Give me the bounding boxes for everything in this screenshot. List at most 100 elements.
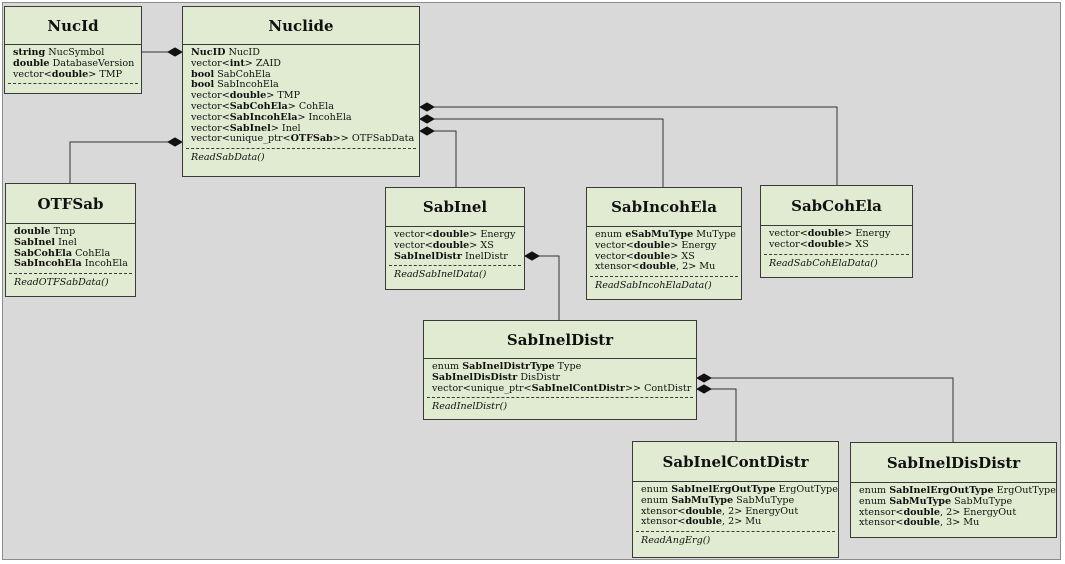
attribute-row: vector<int> ZAID [191, 57, 281, 69]
attribute-row: double Tmp [14, 226, 76, 237]
attribute-row: vector<SabInel> Inel [191, 122, 301, 134]
separator [389, 265, 521, 267]
separator [8, 83, 138, 85]
composition-diamond [523, 251, 541, 261]
composition-diamond [418, 114, 436, 124]
link-nuclide-sabincohela [420, 118, 664, 187]
attribute-row: xtensor<double, 3> Mu [859, 517, 980, 529]
attribute-row: vector<double> Energy [394, 229, 516, 240]
separator [636, 531, 835, 533]
attribute-row: vector<double> TMP [13, 68, 123, 80]
class-title: NucId [5, 7, 141, 45]
class-title: SabInelDistr [424, 321, 696, 359]
attribute-row: enum SabMuType SabMuType [859, 495, 1013, 507]
attribute-row: double DatabaseVersion [13, 57, 135, 69]
composition-diamond [695, 373, 713, 383]
method-row: ReadOTFSabData() [14, 277, 109, 289]
attribute-row: SabInel Inel [14, 236, 77, 248]
attribute-row: enum SabInelErgOutType ErgOutType [859, 485, 1056, 496]
attribute-row: vector<SabIncohEla> IncohEla [191, 111, 352, 123]
attribute-row: vector<unique_ptr<SabInelContDistr>> Con… [432, 382, 692, 394]
method-list: ReadSabCohElaData() [769, 258, 904, 269]
composition-diamond [166, 47, 184, 57]
attribute-row: xtensor<double, 2> Mu [595, 261, 716, 273]
method-row: ReadSabInelData() [394, 269, 487, 281]
class-title: SabCohEla [761, 186, 912, 226]
class-title: SabIncohEla [587, 188, 741, 227]
method-list: ReadSabData() [191, 152, 411, 163]
attribute-row: enum SabInelErgOutType ErgOutType [641, 484, 838, 495]
separator [590, 276, 738, 278]
attribute-row: xtensor<double, 2> EnergyOut [859, 506, 1017, 518]
class-title: SabInel [386, 188, 524, 227]
method-list: ReadAngErg() [641, 535, 830, 546]
link-nuclide-sabinel [420, 130, 457, 187]
class-title: SabInelDisDistr [851, 443, 1056, 483]
attribute-row: enum SabInelDistrType Type [432, 361, 582, 372]
attribute-row: xtensor<double, 2> EnergyOut [641, 505, 799, 517]
class-title: Nuclide [183, 7, 419, 45]
class-title: OTFSab [6, 184, 135, 224]
link-sabineldistr-disdistr [697, 377, 954, 442]
link-nuclide-sabcohela [420, 106, 838, 185]
attribute-row: enum eSabMuType MuType [595, 229, 736, 240]
method-list: ReadInelDistr() [432, 401, 688, 412]
attribute-row: vector<unique_ptr<OTFSab>> OTFSabData [191, 133, 415, 145]
method-list: ReadSabInelData() [394, 269, 516, 280]
attribute-row: vector<double> XS [595, 250, 695, 262]
separator [186, 148, 416, 150]
separator [427, 397, 693, 399]
attribute-row: string NucSymbol [13, 47, 105, 58]
separator [764, 253, 909, 255]
composition-diamond [166, 137, 184, 147]
attribute-row: SabInelDisDistr DisDistr [432, 371, 561, 383]
attribute-row: vector<double> TMP [191, 90, 301, 102]
attribute-row: SabIncohEla IncohEla [14, 258, 128, 270]
separator [9, 273, 132, 275]
method-list: ReadSabIncohElaData() [595, 280, 733, 291]
method-row: ReadInelDistr() [432, 401, 508, 413]
method-row: ReadSabData() [191, 152, 265, 164]
method-list: ReadOTFSabData() [14, 277, 127, 288]
attribute-row: vector<double> XS [394, 239, 494, 251]
attribute-row: xtensor<double, 2> Mu [641, 516, 762, 528]
class-title: SabInelContDistr [633, 442, 838, 482]
attribute-row: vector<double> Energy [769, 228, 891, 239]
attribute-row: vector<double> XS [769, 238, 869, 250]
method-row: ReadAngErg() [641, 535, 711, 547]
attribute-row: SabCohEla CohEla [14, 247, 111, 259]
class-sabineldisdistr[interactable]: SabInelDisDistr enum SabInelErgOutType E… [850, 442, 1057, 538]
attribute-row: vector<double> Energy [595, 239, 717, 251]
class-sabinelcontdistr[interactable]: SabInelContDistr enum SabInelErgOutType … [632, 441, 839, 558]
method-row: ReadSabIncohElaData() [595, 280, 712, 292]
attribute-row: enum SabMuType SabMuType [641, 494, 795, 506]
attribute-row: NucID NucID [191, 47, 260, 58]
composition-diamond [695, 384, 713, 394]
attribute-row: SabInelDistr InelDistr [394, 250, 508, 262]
attribute-row: bool SabCohEla [191, 68, 271, 80]
attribute-row: bool SabIncohEla [191, 79, 279, 91]
composition-diamond [418, 102, 436, 112]
attribute-row: vector<SabCohEla> CohEla [191, 100, 334, 112]
method-row: ReadSabCohElaData() [769, 257, 878, 269]
link-nuclide-otfsab [69, 141, 182, 183]
link-sabinel-sabineldistr [525, 255, 560, 320]
link-sabineldistr-contdistr [697, 388, 737, 441]
composition-diamond [418, 126, 436, 136]
